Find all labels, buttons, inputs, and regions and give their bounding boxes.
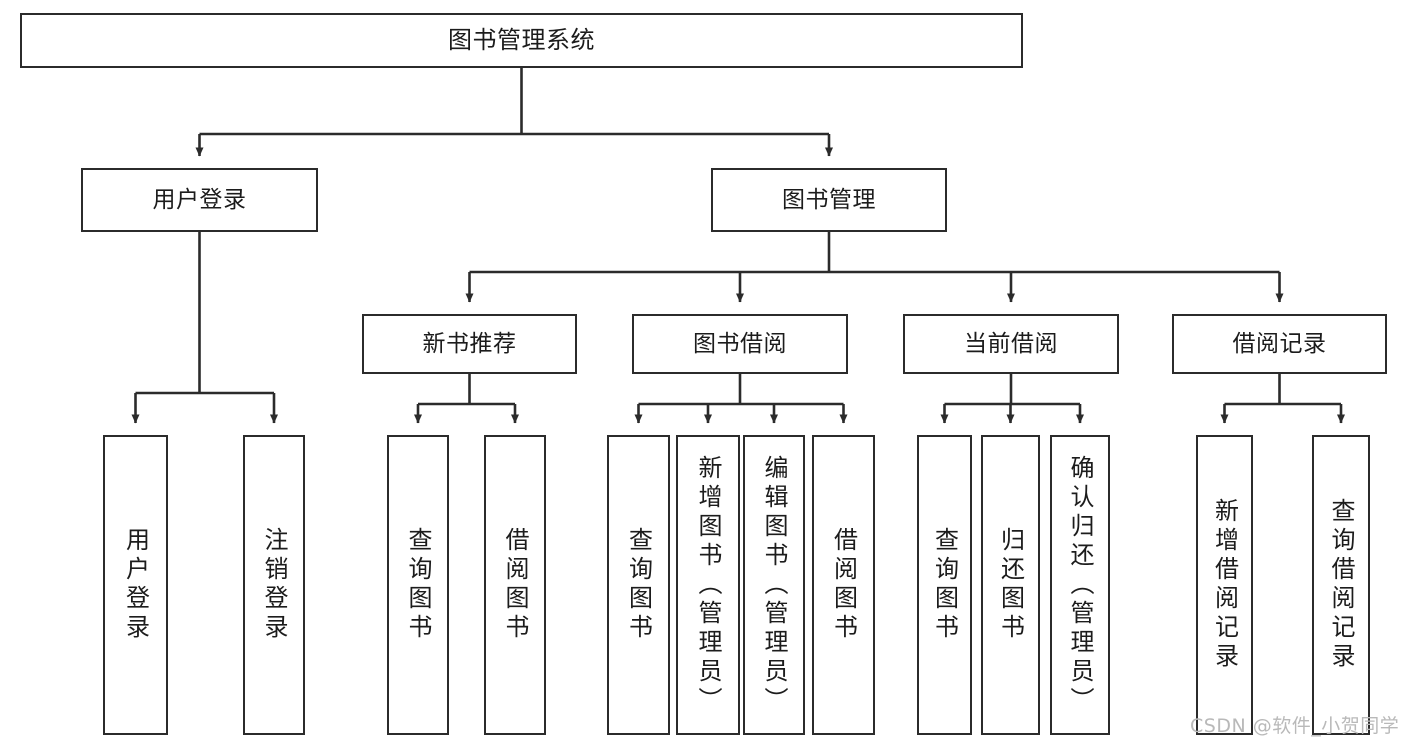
node-leaf-add-record[interactable]: 新增借阅记录: [1196, 435, 1253, 735]
node-label: 查询图书: [404, 527, 432, 643]
node-leaf-confirm-return[interactable]: 确认归还（管理员）: [1050, 435, 1110, 735]
node-label: 用户登录: [121, 527, 150, 643]
node-book-manage[interactable]: 图书管理: [711, 168, 947, 232]
node-label: 借阅记录: [1232, 330, 1327, 357]
node-leaf-borrow-book[interactable]: 借阅图书: [812, 435, 875, 735]
node-leaf-borrow-book-rec[interactable]: 借阅图书: [484, 435, 546, 735]
node-label: 查询借阅记录: [1327, 498, 1355, 672]
node-label: 当前借阅: [964, 330, 1058, 357]
node-new-book-rec[interactable]: 新书推荐: [362, 314, 577, 374]
node-root-system[interactable]: 图书管理系统: [20, 13, 1023, 68]
node-leaf-query-record[interactable]: 查询借阅记录: [1312, 435, 1370, 735]
node-label: 新增借阅记录: [1210, 498, 1239, 672]
node-label: 归还图书: [996, 527, 1025, 643]
node-label: 新书推荐: [422, 330, 517, 357]
node-label: 借阅图书: [501, 527, 529, 643]
node-leaf-query-book-cur[interactable]: 查询图书: [917, 435, 972, 735]
node-leaf-return-book[interactable]: 归还图书: [981, 435, 1040, 735]
node-label: 图书借阅: [693, 330, 787, 357]
node-leaf-edit-book[interactable]: 编辑图书（管理员）: [743, 435, 805, 735]
node-label: 查询图书: [930, 527, 959, 643]
node-borrow-record[interactable]: 借阅记录: [1172, 314, 1387, 374]
node-label: 用户登录: [152, 186, 247, 213]
node-label: 图书管理: [782, 186, 876, 213]
node-label: 借阅图书: [829, 527, 858, 643]
node-leaf-query-book-borrow[interactable]: 查询图书: [607, 435, 670, 735]
node-label: 图书管理系统: [448, 25, 595, 54]
node-leaf-query-book-rec[interactable]: 查询图书: [387, 435, 449, 735]
node-label: 注销登录: [260, 527, 288, 643]
node-leaf-add-book[interactable]: 新增图书（管理员）: [676, 435, 740, 735]
node-current-borrow[interactable]: 当前借阅: [903, 314, 1119, 374]
node-leaf-logout[interactable]: 注销登录: [243, 435, 305, 735]
node-label: 编辑图书（管理员）: [760, 454, 788, 716]
node-label: 查询图书: [624, 527, 653, 643]
node-label: 新增图书（管理员）: [694, 454, 722, 716]
node-leaf-user-login[interactable]: 用户登录: [103, 435, 168, 735]
node-label: 确认归还（管理员）: [1066, 454, 1094, 716]
watermark-text: CSDN @软件_小贺同学: [1190, 715, 1400, 737]
node-book-borrow[interactable]: 图书借阅: [632, 314, 848, 374]
node-user-login[interactable]: 用户登录: [81, 168, 318, 232]
